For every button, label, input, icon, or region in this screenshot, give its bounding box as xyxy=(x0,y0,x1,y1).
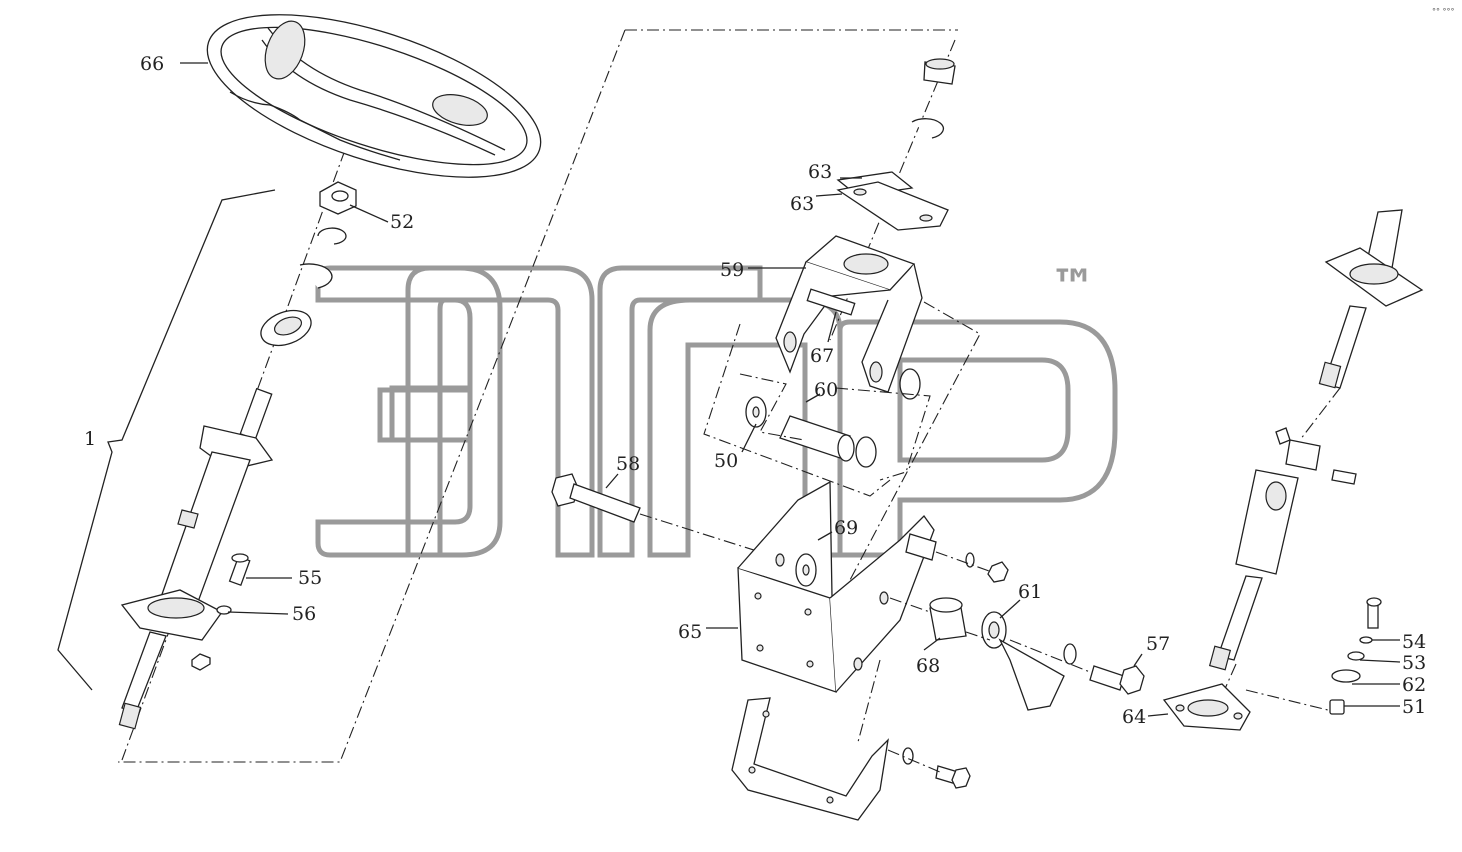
label-50: 50 xyxy=(714,450,738,472)
bolt-lower xyxy=(935,765,971,789)
washer-57 xyxy=(1063,643,1077,665)
label-63-lower: 63 xyxy=(790,193,814,215)
bolt-54 xyxy=(1366,597,1382,629)
label-52: 52 xyxy=(390,211,414,233)
washer-56 xyxy=(216,605,232,615)
label-55: 55 xyxy=(298,567,322,589)
frame-65 xyxy=(737,480,935,693)
label-57: 57 xyxy=(1146,633,1170,655)
label-62: 62 xyxy=(1402,674,1426,696)
align-box-1 xyxy=(703,323,891,497)
label-67: 67 xyxy=(810,345,834,367)
steering-column-right xyxy=(1208,209,1424,671)
washer-62 xyxy=(1331,669,1361,683)
lever-61 xyxy=(981,611,1065,711)
label-54: 54 xyxy=(1402,631,1426,653)
label-64: 64 xyxy=(1122,706,1146,728)
bolt-58 xyxy=(551,473,641,523)
label-63-upper: 63 xyxy=(808,161,832,183)
part-number-labels: 1 66 52 55 56 63 63 59 67 60 50 58 69 65… xyxy=(84,53,1426,728)
plate-63-lower xyxy=(836,181,949,231)
clip-top xyxy=(911,118,944,139)
spacer-51 xyxy=(1329,699,1345,715)
circlip-small xyxy=(317,227,347,245)
bolt-57 xyxy=(1089,665,1145,695)
label-66: 66 xyxy=(140,53,164,75)
bushing-68 xyxy=(929,597,967,641)
label-58: 58 xyxy=(616,453,640,475)
align-box-2 xyxy=(739,373,805,441)
leader-lines xyxy=(180,62,1401,717)
label-68: 68 xyxy=(916,655,940,677)
plate-64 xyxy=(1162,683,1251,731)
washer-right-upper xyxy=(899,368,921,400)
frame-pin xyxy=(905,533,1009,583)
bracket-59 xyxy=(775,235,923,393)
bushing-60 xyxy=(779,415,855,462)
nut-52 xyxy=(319,181,357,215)
bolt-67 xyxy=(806,288,856,316)
align-box-3 xyxy=(849,301,981,581)
steering-column-left xyxy=(118,387,274,730)
nut-bottom xyxy=(191,653,211,671)
label-51: 51 xyxy=(1402,696,1426,718)
label-60: 60 xyxy=(814,379,838,401)
watermark: ™ xyxy=(315,259,1118,558)
label-59: 59 xyxy=(720,259,744,281)
label-56: 56 xyxy=(292,603,316,625)
washer-53 xyxy=(1347,651,1365,661)
trademark-symbol: ™ xyxy=(1050,259,1096,313)
label-69: 69 xyxy=(834,517,858,539)
spacer-top xyxy=(923,58,956,85)
lower-bracket xyxy=(731,697,889,821)
label-53: 53 xyxy=(1402,652,1426,674)
bearing xyxy=(260,309,312,347)
align-box-4 xyxy=(835,387,931,481)
washer-50-right xyxy=(855,436,877,468)
circlip-large xyxy=(299,263,333,289)
corner-mark: °° °°° xyxy=(1432,7,1455,16)
washer-54 xyxy=(1359,636,1373,644)
label-65: 65 xyxy=(678,621,702,643)
bolt-58-axis xyxy=(639,513,761,553)
screw-55 xyxy=(228,553,251,587)
label-1: 1 xyxy=(84,428,96,450)
washer-lower xyxy=(902,747,914,765)
label-61: 61 xyxy=(1018,581,1042,603)
group-1-bracket xyxy=(57,189,276,691)
steering-wheel xyxy=(206,14,542,178)
group-frame xyxy=(118,29,958,763)
